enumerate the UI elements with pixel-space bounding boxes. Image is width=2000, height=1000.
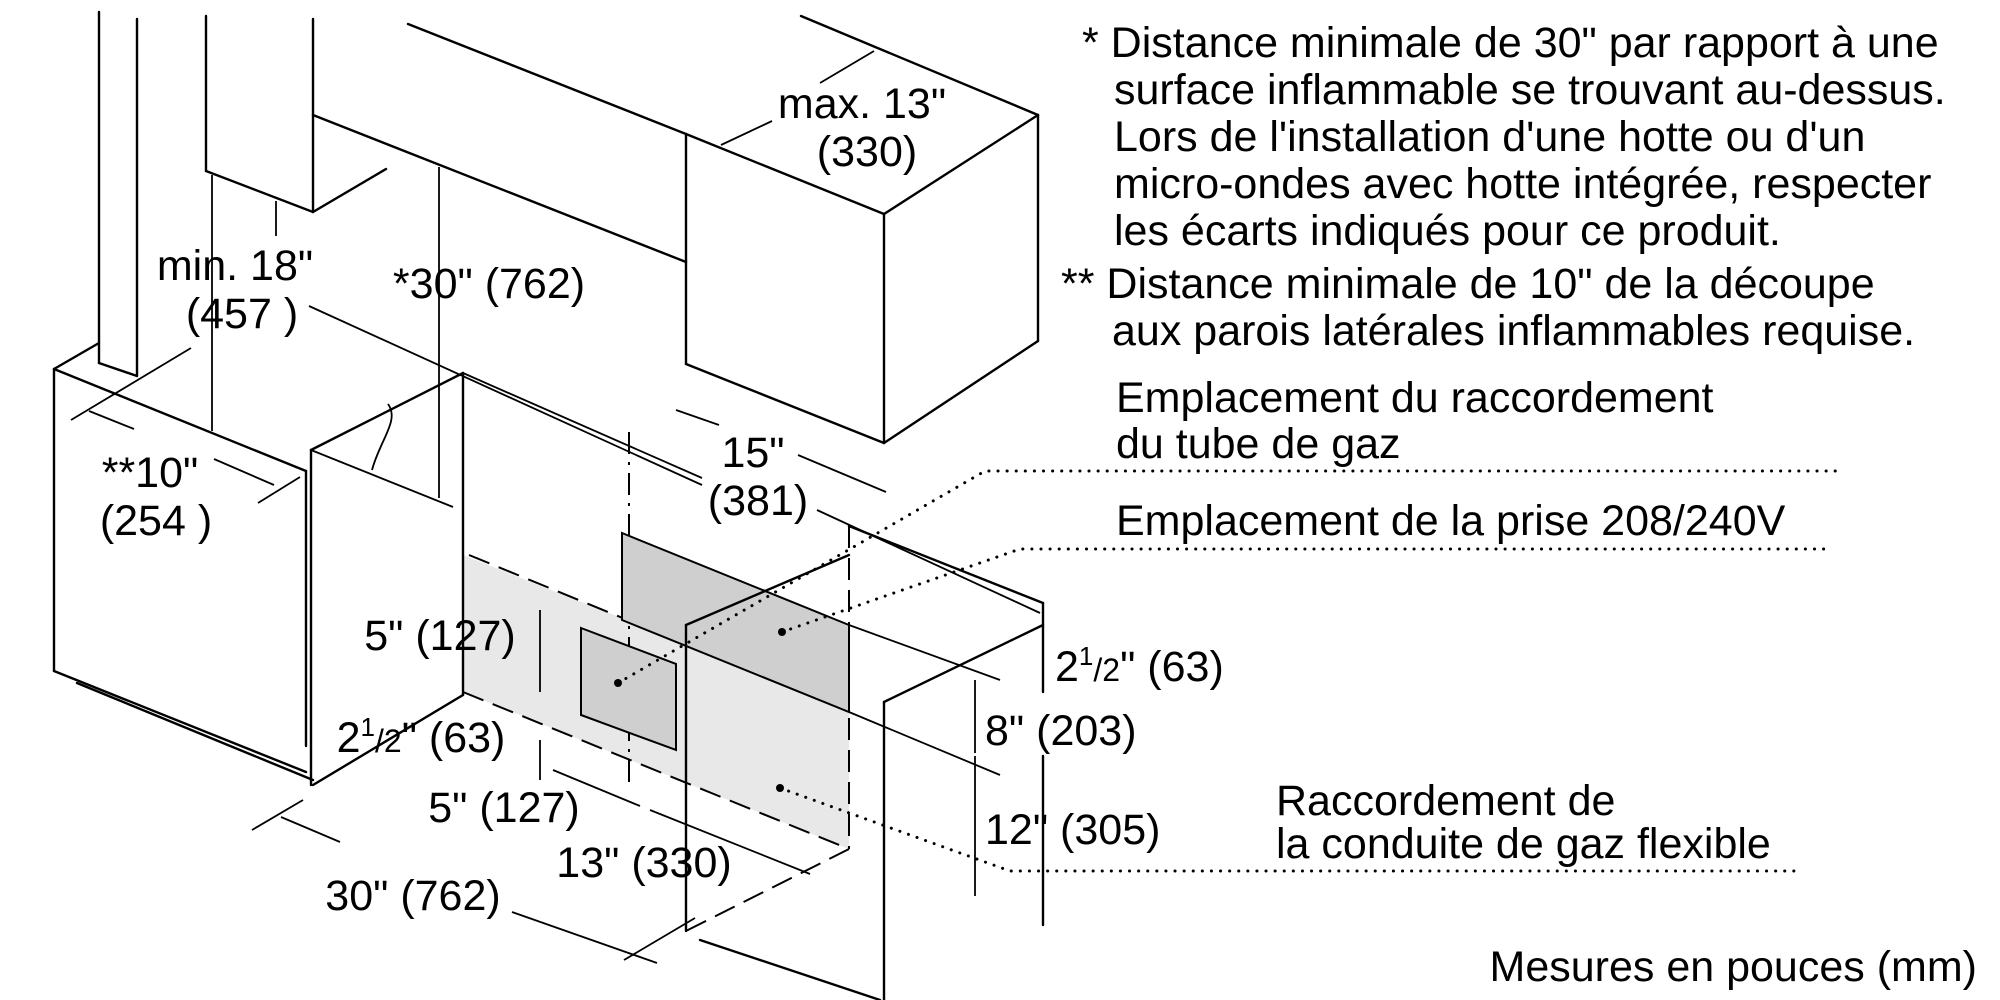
callout-flex-gas: Raccordement de (1276, 777, 1615, 825)
outlet-width: 5" (127) (428, 784, 580, 832)
lower-zone: 12" (305) (985, 806, 1160, 854)
units-note: Mesures en pouces (mm) (1490, 943, 1978, 991)
callout-flex-gas: la conduite de gaz flexible (1276, 820, 1771, 868)
note1-line: surface inflammable se trouvant au-dessu… (1114, 66, 1946, 114)
hood-depth-mm: (330) (817, 128, 917, 176)
left-cabinet (52, 341, 465, 787)
right-offset: 21/2" (63) (1055, 641, 1224, 691)
clearance-above: *30" (762) (393, 260, 585, 308)
cutout-width: 13" (330) (556, 839, 731, 887)
callout-outlet: Emplacement de la prise 208/240V (1116, 497, 1786, 545)
note2-line: aux parois latérales inflammables requis… (1112, 307, 1915, 355)
outlet-height: 5" (127) (364, 612, 516, 660)
callout-gas-pipe: du tube de gaz (1116, 420, 1401, 468)
side-clearance-in: **10" (102, 449, 199, 497)
min-height-mm: (457 ) (186, 290, 298, 338)
note2-line: ** Distance minimale de 10" de la découp… (1061, 260, 1875, 308)
range-hood (311, 14, 1040, 445)
gas-offset-mm: (381) (708, 477, 808, 525)
dimension-arrows (70, 167, 976, 964)
min-height-in: min. 18" (157, 242, 313, 290)
right-cabinet (684, 524, 1045, 1000)
note1-line: les écarts indiqués pour ce produit. (1114, 207, 1781, 255)
upper-zone: 8" (203) (985, 707, 1137, 755)
note1-line: * Distance minimale de 30" par rapport à… (1082, 19, 1939, 67)
note1-line: Lors de l'installation d'une hotte ou d'… (1114, 113, 1865, 161)
bottom-offset: 21/2" (63) (337, 712, 506, 762)
range-width: 30" (762) (325, 872, 500, 920)
gas-offset-in: 15" (721, 429, 784, 477)
callout-gas-pipe: Emplacement du raccordement (1116, 374, 1714, 422)
gas-box (580, 626, 677, 752)
note1-line: micro-ondes avec hotte intégrée, respect… (1114, 160, 1931, 208)
hood-depth-in: max. 13" (778, 80, 946, 128)
side-clearance-mm: (254 ) (100, 497, 212, 545)
notes: * Distance minimale de 30" par rapport à… (1061, 19, 1946, 355)
